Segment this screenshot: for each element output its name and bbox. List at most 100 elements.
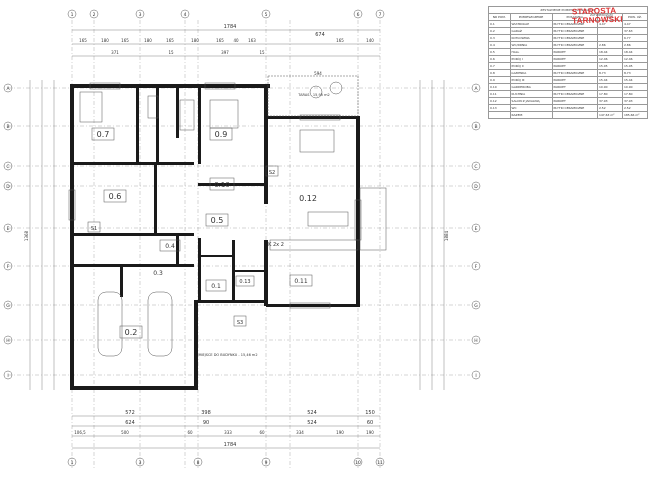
room-label: 0.4 [165, 243, 175, 250]
room-label: 0.5 [211, 216, 224, 225]
axis-label: C [474, 164, 477, 170]
note-garage: MIEJSCE DO BUDYNKU - 15,46 m2 [198, 353, 257, 357]
cell: KOTŁOWNIA [509, 34, 553, 42]
cell: 2.86 [621, 41, 649, 49]
cell: PŁYTKI CERAMICZNE [551, 104, 598, 112]
cell: 37.93 [596, 97, 623, 105]
axis-label: C [6, 164, 9, 170]
cell: 37.93 [621, 97, 649, 105]
cell: 15.44 [596, 76, 623, 84]
plan-notes: TARAS - 15,95 m2 MIEJSCE DO BUDYNKU - 15… [198, 93, 329, 357]
dim: 624 [125, 420, 135, 426]
dim-bottom-total: 1784 [224, 442, 237, 448]
dim: 180 [144, 38, 152, 43]
axis-numbers: 1 2 3 4 5 6 7 1 3 8 9 10 11 [67, 9, 385, 467]
cell: 15.44 [621, 76, 649, 84]
room-label: 0.12 [299, 194, 317, 203]
windows [68, 75, 387, 309]
axis-label: E [475, 226, 478, 232]
cell: PARKIET [551, 55, 598, 63]
axis-number: 2 [93, 12, 96, 18]
dim: 90 [203, 420, 209, 426]
header-cell: POMIESZCZENIE [509, 13, 553, 21]
axis-label: D [474, 184, 478, 190]
cell: 12.46 [621, 55, 649, 63]
axis-number: 9 [265, 460, 268, 466]
stair-labels: S1 S2 S3 K 2x 2 [87, 165, 284, 327]
cell: 8.73 [596, 69, 623, 77]
cell: 2.52 [621, 104, 649, 112]
cell: 17.80 [596, 90, 623, 98]
room-label: 0.2 [125, 328, 138, 337]
cell: 18.44 [596, 48, 623, 56]
cell: 0.9 [488, 76, 511, 84]
dim: 371 [111, 50, 119, 55]
axis-letters-right: A B C D E F G H I [471, 83, 481, 380]
dim: 500 [121, 430, 129, 435]
dim: 15 [259, 50, 265, 55]
dim: 40 [233, 38, 239, 43]
cell: 18.44 [621, 48, 649, 56]
axis-number: 4 [184, 12, 187, 18]
dim: 594 [314, 71, 322, 76]
approval-stamp-subtext: ZATWIERDZAM [590, 13, 613, 17]
cell: 0.11 [488, 90, 511, 98]
cell: WC/DRNIA [509, 41, 553, 49]
total-row: RAZEM: 147,63 m² 185,66 m² [488, 111, 649, 119]
cell: POKÓJ III [509, 76, 553, 84]
cell: 2.52 [596, 104, 623, 112]
cell: 2.86 [596, 41, 623, 49]
dim: 190 [366, 430, 374, 435]
axis-number: 1 [71, 12, 74, 18]
axis-label: H [474, 338, 477, 344]
room-label: 0.9 [215, 130, 228, 139]
axis-number: 1 [71, 460, 74, 466]
cell: POKÓJ I [509, 55, 553, 63]
axis-label: B [6, 124, 9, 130]
cell: SALON Z JADALNIĄ [509, 97, 553, 105]
cell: 0.10 [488, 83, 511, 91]
dim: 398 [201, 410, 211, 416]
cell: PŁYTKI CERAMICZNE [551, 90, 598, 98]
dim: 163 [248, 38, 256, 43]
axis-number: 6 [357, 12, 360, 18]
stair-label: S1 [91, 226, 97, 232]
dim: 15 [168, 50, 174, 55]
room-labels: 0.7 0.6 0.9 0.10 0.12 0.5 0.4 0.3 0.1 0.… [91, 127, 317, 339]
dim: 180 [191, 38, 199, 43]
dim-top-total: 1784 [224, 24, 237, 30]
cell: 0.13 [488, 104, 511, 112]
axis-number: 5 [265, 12, 268, 18]
stair-note: K 2x 2 [268, 242, 284, 248]
stair-label: S3 [237, 320, 243, 326]
axis-number: 8 [197, 460, 200, 466]
cell: 37.63 [621, 27, 649, 35]
cell [596, 34, 623, 42]
dim-top-partial: 674 [315, 32, 325, 38]
cell: GARAŻ [509, 27, 553, 35]
axis-number: 11 [377, 460, 383, 466]
cell: 0.6 [488, 55, 511, 63]
dim: 334 [296, 430, 304, 435]
dim: 165 [166, 38, 174, 43]
building-walls [70, 84, 360, 390]
room-label: 0.1 [211, 283, 221, 290]
cell [488, 111, 511, 119]
cell: 12.46 [596, 55, 623, 63]
axis-number: 3 [139, 460, 142, 466]
room-label: 0.3 [153, 270, 163, 277]
dim: 397 [221, 50, 229, 55]
cell: 0.3 [488, 34, 511, 42]
axis-number: 7 [379, 12, 382, 18]
room-label: 0.11 [294, 278, 308, 285]
cell [551, 111, 598, 119]
cell: 6.77 [621, 34, 649, 42]
